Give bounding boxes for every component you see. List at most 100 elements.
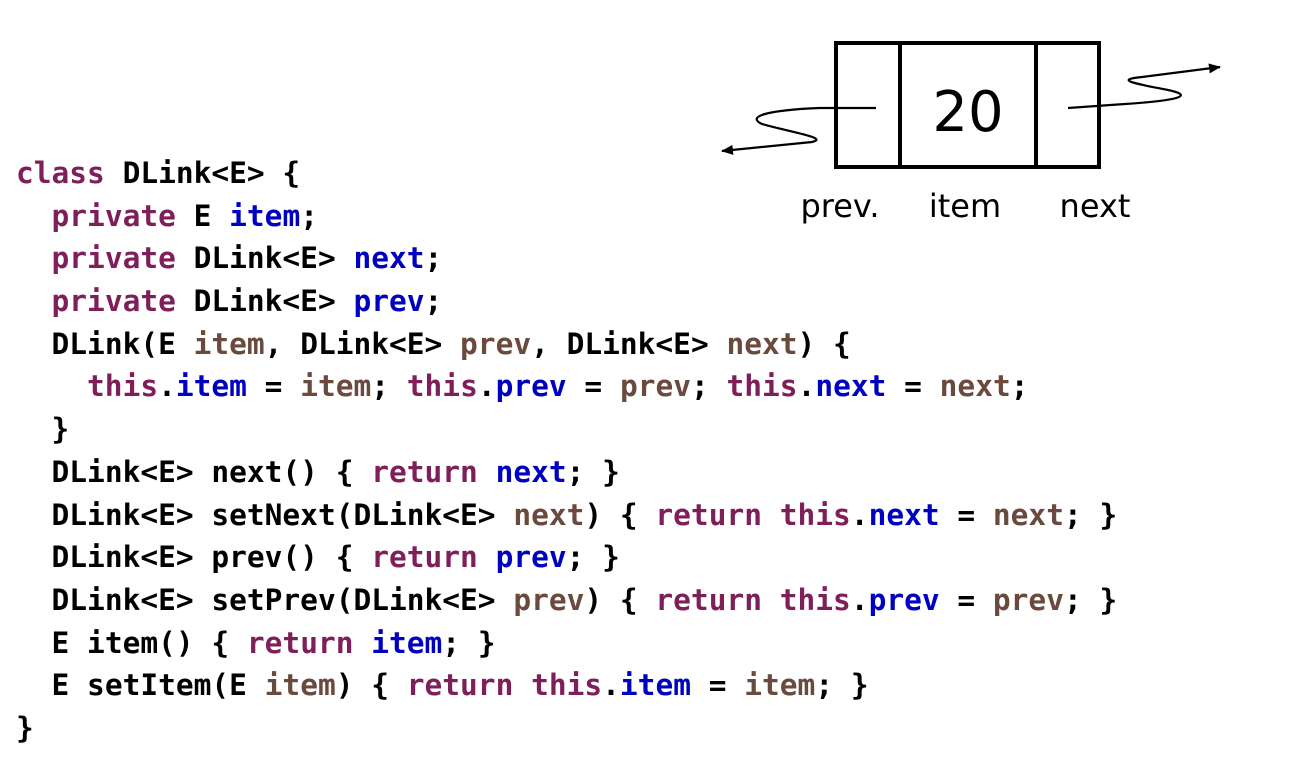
code-line: DLink<E> setPrev(DLink<E> prev) { return… xyxy=(16,579,1118,622)
code-parameter: prev xyxy=(992,582,1064,617)
code-field: prev xyxy=(353,284,425,319)
code-line: class DLink<E> { xyxy=(16,152,1117,195)
code-indent xyxy=(16,455,52,489)
prev-pointer-arrow xyxy=(721,106,876,155)
code-text xyxy=(762,583,780,617)
code-line: DLink<E> prev() { return prev; } xyxy=(16,536,1117,579)
code-parameter: next xyxy=(513,497,585,532)
linked-node-diagram: 20 prev. item next xyxy=(721,41,1221,225)
code-field: next xyxy=(868,497,940,532)
code-line: E item() { return item; } xyxy=(16,622,1117,665)
code-field: item xyxy=(229,198,301,233)
code-field: item xyxy=(371,625,443,660)
code-text: . xyxy=(850,497,869,532)
code-parameter: prev xyxy=(513,582,585,617)
code-text: DLink(E xyxy=(51,326,194,361)
code-line: } xyxy=(16,707,1117,750)
code-text: ; } xyxy=(1063,497,1118,532)
code-keyword: return xyxy=(246,625,354,660)
dlink-class-code: class DLink<E> { private E item; private… xyxy=(16,152,1117,750)
code-line: DLink<E> next() { return next; } xyxy=(16,451,1117,494)
code-text: ) { xyxy=(584,582,656,617)
code-text: ; xyxy=(1010,369,1029,404)
code-indent xyxy=(16,327,52,361)
code-text: ; xyxy=(424,284,443,319)
code-line: E setItem(E item) { return this.item = i… xyxy=(16,664,1117,707)
code-keyword: return xyxy=(655,582,762,617)
code-text: ; xyxy=(300,198,318,233)
node-item-cell xyxy=(898,41,1038,169)
code-text: ; } xyxy=(566,540,620,575)
code-text: DLink<E> setNext(DLink<E> xyxy=(51,497,514,532)
code-text: = xyxy=(939,582,993,617)
label-prev: prev. xyxy=(800,187,879,225)
code-text: } xyxy=(51,412,70,447)
node-value: 20 xyxy=(932,80,1003,145)
code-indent xyxy=(16,241,52,275)
code-indent xyxy=(16,369,87,403)
code-indent xyxy=(16,284,52,318)
code-keyword: return xyxy=(371,454,478,489)
code-text: ) { xyxy=(797,326,851,361)
code-text: = xyxy=(566,369,620,404)
code-keyword: this xyxy=(779,582,851,617)
code-keyword: class xyxy=(16,156,105,190)
code-line: private DLink<E> prev; xyxy=(16,280,1117,323)
code-text: = xyxy=(886,369,940,404)
code-field: next xyxy=(815,369,887,404)
code-indent xyxy=(16,498,52,532)
code-text: = xyxy=(690,668,745,703)
code-text: ; } xyxy=(1063,582,1118,617)
code-text: = xyxy=(939,497,993,532)
code-text xyxy=(353,626,371,660)
code-line: DLink(E item, DLink<E> prev, DLink<E> ne… xyxy=(16,323,1117,366)
code-text: DLink<E> { xyxy=(104,156,301,190)
code-field: item xyxy=(175,369,247,404)
code-text: ) { xyxy=(584,497,656,532)
code-text: ; xyxy=(424,241,443,276)
code-text: . xyxy=(850,582,869,617)
code-field: prev xyxy=(495,369,567,404)
code-text: DLink<E> prev() { xyxy=(51,540,372,575)
code-text: ; xyxy=(371,369,407,404)
code-keyword: this xyxy=(779,497,851,532)
code-parameter: item xyxy=(193,326,265,361)
code-indent xyxy=(16,540,52,574)
code-keyword: private xyxy=(51,284,176,319)
code-text: . xyxy=(797,369,816,404)
code-keyword: this xyxy=(406,369,478,404)
code-line: private DLink<E> next; xyxy=(16,237,1117,280)
code-line: DLink<E> setNext(DLink<E> next) { return… xyxy=(16,494,1118,537)
node-prev-cell xyxy=(834,41,902,169)
code-text: ; } xyxy=(566,454,620,489)
code-text: E item() { xyxy=(51,625,247,660)
code-text: ; xyxy=(690,369,727,404)
code-indent xyxy=(16,412,52,446)
code-text: DLink<E> xyxy=(175,241,354,276)
label-next: next xyxy=(1060,187,1131,225)
code-text: = xyxy=(246,369,301,404)
code-keyword: this xyxy=(87,369,159,404)
code-text: E xyxy=(175,198,230,233)
code-indent xyxy=(16,583,52,617)
code-indent xyxy=(16,626,52,660)
code-text: E setItem(E xyxy=(51,668,265,703)
code-text: DLink<E> setPrev(DLink<E> xyxy=(51,582,514,617)
code-text xyxy=(478,455,496,489)
code-parameter: prev xyxy=(460,326,532,361)
code-parameter: item xyxy=(744,668,816,703)
code-text: DLink<E> next() { xyxy=(51,454,372,489)
label-item: item xyxy=(929,187,1001,225)
code-line: this.item = item; this.prev = prev; this… xyxy=(16,365,1117,408)
code-text: ; } xyxy=(442,625,496,660)
code-keyword: private xyxy=(51,241,176,276)
code-line: private E item; xyxy=(16,195,1117,238)
code-parameter: next xyxy=(939,369,1011,404)
code-line: } xyxy=(16,408,1117,451)
code-text xyxy=(478,540,496,574)
code-indent xyxy=(16,668,52,702)
code-text: . xyxy=(477,369,496,404)
node-next-cell xyxy=(1034,41,1101,169)
code-field: item xyxy=(619,668,691,703)
next-pointer-arrow xyxy=(1067,63,1221,110)
